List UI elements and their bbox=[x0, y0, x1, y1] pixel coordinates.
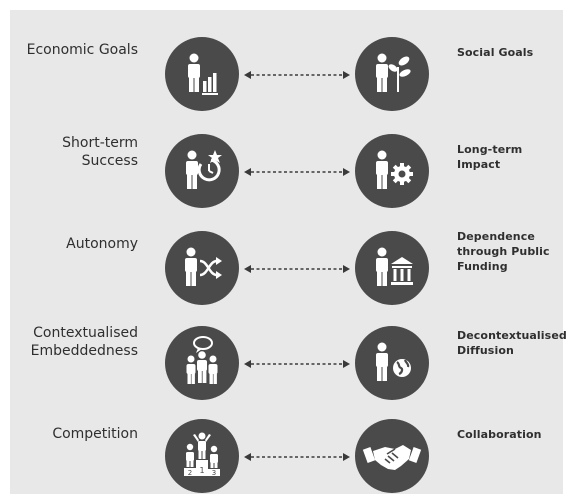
left-label: Competition bbox=[52, 426, 138, 442]
right-label: Decontextualised Diffusion bbox=[457, 329, 567, 357]
left-label: Contextualised Embeddedness bbox=[30, 325, 138, 359]
podium-first-label: 1 bbox=[199, 466, 204, 475]
person-bar-chart-icon bbox=[165, 37, 239, 111]
left-label: Autonomy bbox=[66, 236, 138, 252]
podium-icon: 1 2 3 bbox=[165, 419, 239, 493]
row-competition-collaboration: Competition bbox=[10, 403, 563, 497]
diagram-panel: Economic Goals bbox=[10, 10, 567, 497]
right-label: Dependence through Public Funding bbox=[457, 230, 550, 273]
row-autonomy-dependence: Autonomy bbox=[10, 215, 563, 309]
people-speech-bubble-icon bbox=[165, 326, 239, 400]
person-globe-icon bbox=[355, 326, 429, 400]
person-plant-icon bbox=[355, 37, 429, 111]
podium-third-label: 3 bbox=[212, 469, 216, 477]
person-gear-icon bbox=[355, 134, 429, 208]
double-arrow-icon bbox=[244, 360, 350, 368]
double-arrow-icon bbox=[244, 71, 350, 79]
row-contextualised-decontextualised: Contextualised Embeddedness bbox=[10, 310, 567, 404]
row-economic-social: Economic Goals bbox=[10, 21, 563, 115]
double-arrow-icon bbox=[244, 168, 350, 176]
person-star-clock-icon bbox=[165, 134, 239, 208]
right-label: Collaboration bbox=[457, 428, 542, 441]
left-label: Economic Goals bbox=[26, 42, 138, 58]
podium-second-label: 2 bbox=[188, 469, 192, 477]
row-shortterm-longterm: Short-term Success bbox=[10, 118, 563, 212]
double-arrow-icon bbox=[244, 265, 350, 273]
person-institution-icon bbox=[355, 231, 429, 305]
person-shuffle-icon bbox=[165, 231, 239, 305]
double-arrow-icon bbox=[244, 453, 350, 461]
right-label: Long-term Impact bbox=[457, 143, 523, 171]
right-label: Social Goals bbox=[457, 46, 534, 59]
handshake-icon bbox=[355, 419, 429, 493]
left-label: Short-term Success bbox=[62, 135, 138, 169]
